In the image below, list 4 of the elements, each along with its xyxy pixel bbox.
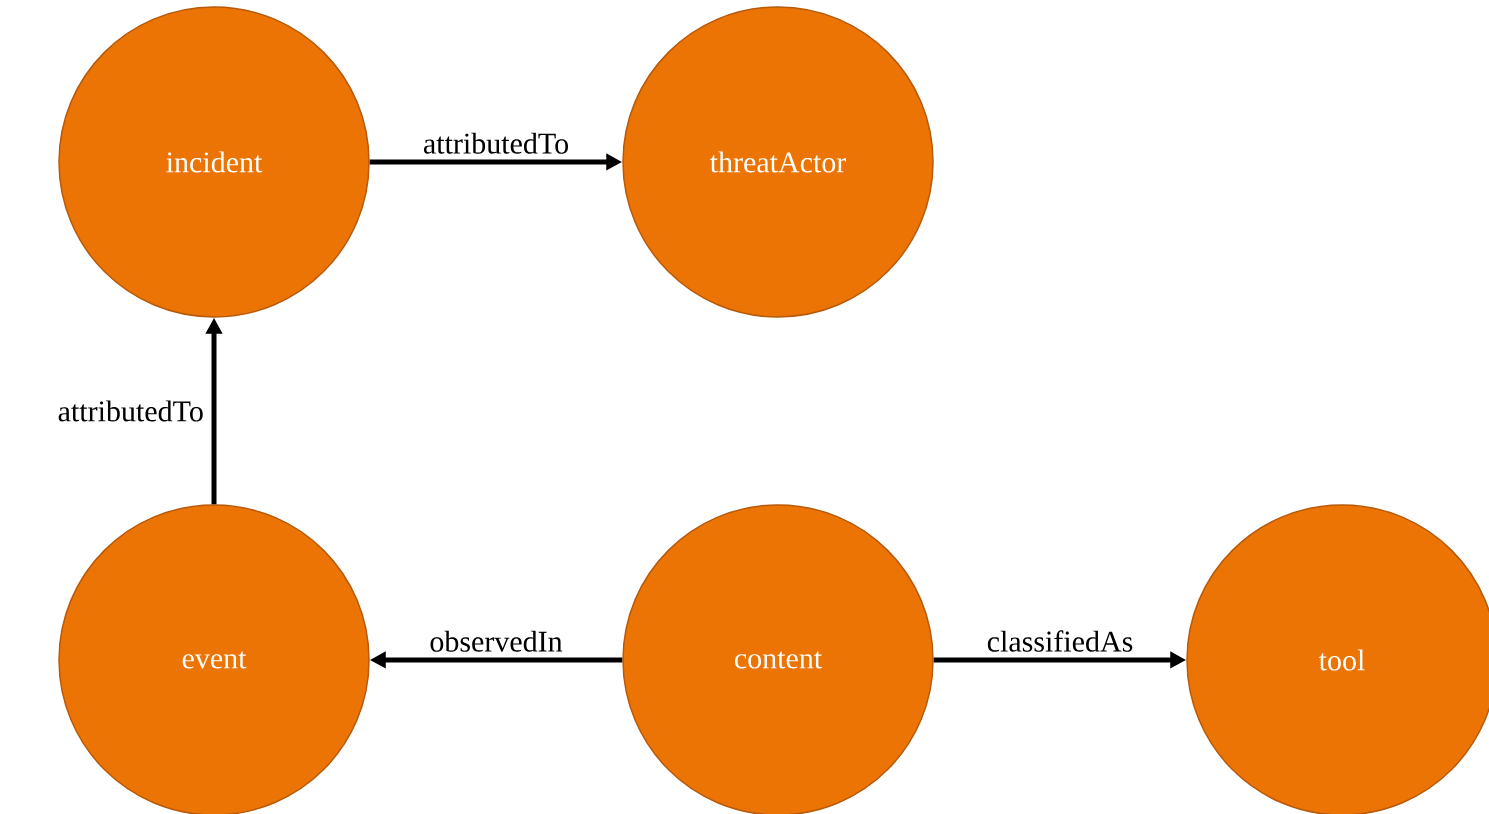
edge-label: classifiedAs	[984, 628, 1136, 654]
edge-label: attributedTo	[420, 130, 572, 156]
edge-label: observedIn	[427, 628, 565, 654]
edge-label: attributedTo	[55, 398, 206, 424]
